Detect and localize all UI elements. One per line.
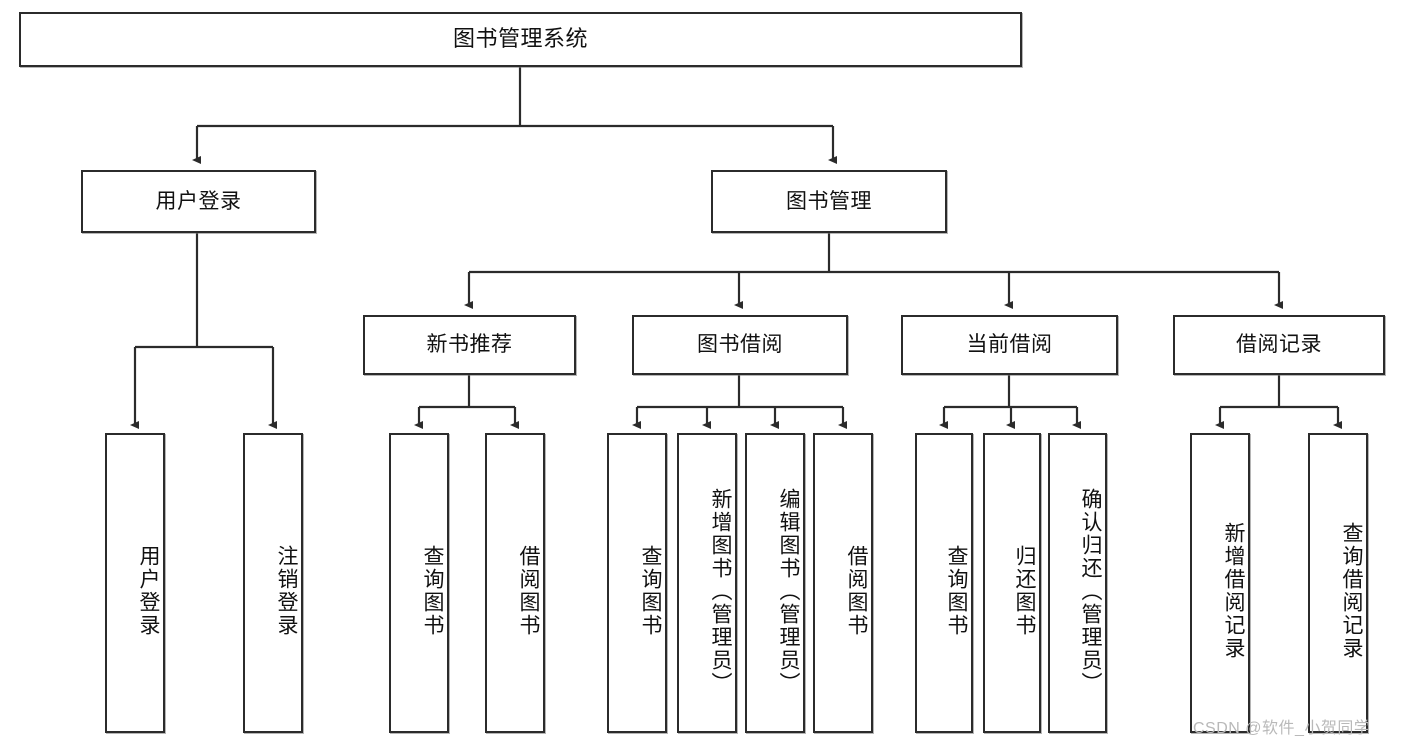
node-book-management[interactable]: 图书管理 — [711, 170, 947, 233]
node-book-borrow[interactable]: 图书借阅 — [632, 315, 848, 375]
node-current-borrow[interactable]: 当前借阅 — [901, 315, 1118, 375]
leaf-current-borrow-return-book[interactable]: 归还图书 — [983, 433, 1041, 733]
leaf-new-book-query-book[interactable]: 查询图书 — [389, 433, 449, 733]
node-label: 查询图书 — [421, 545, 444, 637]
leaf-book-borrow-add-book-admin[interactable]: 新增图书（管理员） — [677, 433, 737, 733]
leaf-borrow-record-query-record[interactable]: 查询借阅记录 — [1308, 433, 1368, 733]
node-label: 当前借阅 — [966, 333, 1053, 357]
node-label: 确认归还（管理员） — [1079, 487, 1102, 695]
leaf-user-login-login[interactable]: 用户登录 — [105, 433, 165, 733]
node-label: 查询图书 — [945, 545, 968, 637]
node-label: 归还图书 — [1013, 545, 1036, 637]
leaf-borrow-record-add-record[interactable]: 新增借阅记录 — [1190, 433, 1250, 733]
csdn-watermark: CSDN @软件_小贺同学 — [1193, 720, 1371, 737]
node-label: 查询图书 — [639, 545, 662, 637]
node-label: 借阅记录 — [1236, 333, 1322, 357]
node-label: 新书推荐 — [426, 333, 513, 357]
node-label: 借阅图书 — [517, 545, 540, 637]
node-label: 图书管理 — [786, 189, 872, 213]
node-label: 查询借阅记录 — [1340, 522, 1363, 660]
node-label: 新增图书（管理员） — [709, 487, 732, 695]
leaf-book-borrow-borrow-book[interactable]: 借阅图书 — [813, 433, 873, 733]
node-label: 用户登录 — [155, 189, 242, 213]
leaf-new-book-borrow-book[interactable]: 借阅图书 — [485, 433, 545, 733]
node-label: 编辑图书（管理员） — [777, 487, 800, 695]
node-root-book-management-system[interactable]: 图书管理系统 — [19, 12, 1022, 67]
node-label: 注销登录 — [275, 545, 298, 637]
leaf-book-borrow-query-book[interactable]: 查询图书 — [607, 433, 667, 733]
leaf-current-borrow-query-book[interactable]: 查询图书 — [915, 433, 973, 733]
leaf-current-borrow-confirm-return-admin[interactable]: 确认归还（管理员） — [1048, 433, 1107, 733]
node-label: 图书管理系统 — [452, 26, 588, 52]
node-new-book-recommend[interactable]: 新书推荐 — [363, 315, 576, 375]
leaf-user-login-logout[interactable]: 注销登录 — [243, 433, 303, 733]
leaf-book-borrow-edit-book-admin[interactable]: 编辑图书（管理员） — [745, 433, 805, 733]
node-borrow-record[interactable]: 借阅记录 — [1173, 315, 1385, 375]
node-user-login[interactable]: 用户登录 — [81, 170, 316, 233]
node-label: 新增借阅记录 — [1222, 522, 1245, 660]
node-label: 图书借阅 — [697, 333, 783, 357]
node-label: 用户登录 — [137, 545, 160, 637]
node-label: 借阅图书 — [845, 545, 868, 637]
